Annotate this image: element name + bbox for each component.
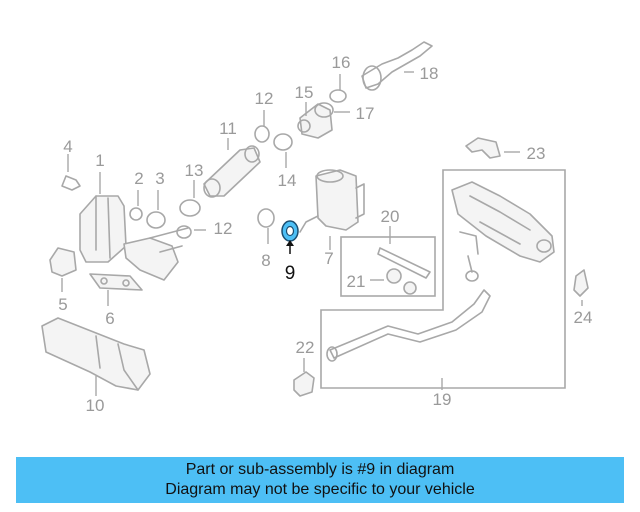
part-21-rubber-mounts (370, 268, 417, 295)
part-5-mounting-bracket (49, 247, 77, 292)
callout-3: 3 (155, 169, 164, 188)
part-23-hanger (465, 137, 520, 159)
part-4-bracket (61, 154, 81, 191)
part-22-flange (293, 358, 315, 397)
part-19-rear-muffler (451, 181, 555, 282)
callout-1: 1 (95, 151, 104, 170)
part-16-gasket (329, 74, 347, 103)
callout-2: 2 (134, 169, 143, 188)
callout-20: 20 (381, 207, 400, 226)
callout-12-upper: 12 (255, 89, 274, 108)
part-20-bracket (377, 226, 431, 279)
callout-12-lower: 12 (214, 219, 233, 238)
part-18-front-pipe (361, 41, 433, 91)
part-1-diesel-particulate-filter (79, 172, 189, 281)
callout-6: 6 (105, 309, 114, 328)
callout-11: 11 (219, 119, 237, 138)
part-12-clamp-upper (254, 110, 270, 143)
banner-line-part-number: Part or sub-assembly is #9 in diagram (185, 461, 455, 478)
callout-22: 22 (296, 338, 315, 357)
callout-13: 13 (185, 161, 204, 180)
part-15-17-flange (297, 102, 350, 139)
part-13-clamp (179, 180, 201, 217)
banner-line-disclaimer: Diagram may not be specific to your vehi… (165, 481, 475, 498)
part-info-banner: Part or sub-assembly is #9 in diagram Di… (16, 457, 624, 503)
callout-9-highlighted: 9 (285, 263, 296, 284)
part-7-particulate-filter (299, 169, 365, 250)
callout-19: 19 (433, 390, 452, 409)
exhaust-parts-diagram: 1 2 3 4 5 6 7 8 9 10 11 12 12 13 14 15 1… (41, 41, 593, 415)
callout-23: 23 (527, 144, 546, 163)
callout-8: 8 (261, 251, 270, 270)
part-2-gasket (129, 190, 143, 221)
callout-15: 15 (295, 83, 314, 102)
callout-17: 17 (356, 104, 375, 123)
callout-21: 21 (347, 272, 366, 291)
callout-16: 16 (332, 53, 351, 72)
part-10-egr-cooler (41, 317, 151, 396)
part-9-gasket-highlighted (281, 220, 299, 254)
group-box-20 (340, 236, 436, 297)
part-11-catalytic-converter (203, 138, 261, 198)
part-3-gasket (146, 190, 166, 229)
callout-14: 14 (278, 171, 297, 190)
part-8-gasket (257, 208, 275, 244)
callout-18: 18 (420, 64, 439, 83)
part-24-rubber-mount (573, 269, 589, 306)
callout-5: 5 (58, 295, 67, 314)
callout-7: 7 (324, 249, 333, 268)
callout-24: 24 (574, 308, 593, 327)
part-12-clamp-lower (176, 225, 206, 239)
part-19-tailpipe (326, 289, 491, 390)
part-6-gasket-plate (89, 273, 143, 306)
callout-10: 10 (86, 396, 105, 415)
callout-4: 4 (63, 137, 72, 156)
group-box-19 (320, 169, 566, 389)
part-14-clamp (273, 133, 293, 168)
